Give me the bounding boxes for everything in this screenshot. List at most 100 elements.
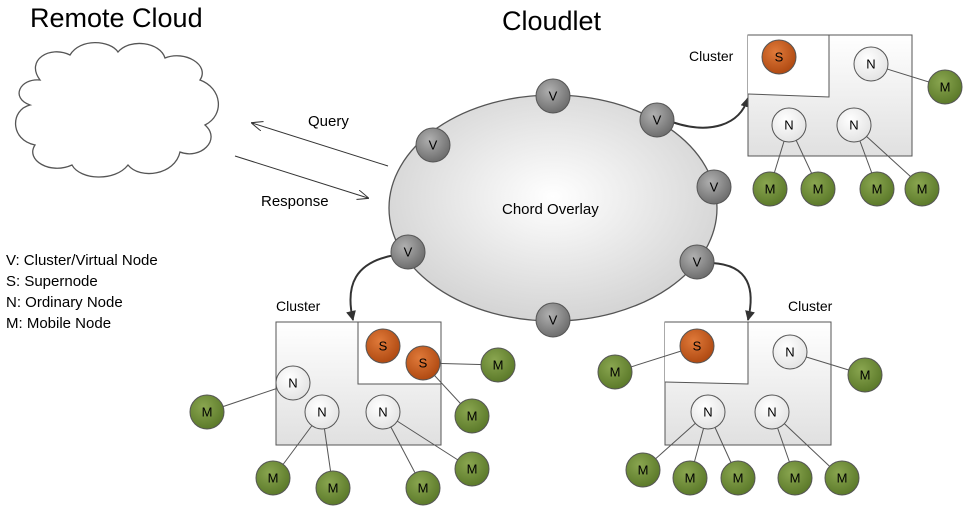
cluster-label-top-right: Cluster — [689, 48, 734, 64]
response-arrow — [234, 155, 368, 198]
mobile-node: M — [480, 347, 516, 383]
virtual-node: V — [639, 102, 675, 138]
svg-text:N: N — [784, 118, 793, 133]
cloud-icon — [14, 42, 220, 178]
ordinary-node: N — [365, 394, 401, 430]
svg-text:V: V — [549, 89, 558, 104]
svg-text:V: V — [710, 180, 719, 195]
cluster-label-bottom-left: Cluster — [276, 298, 321, 314]
svg-text:M: M — [860, 368, 871, 383]
cluster-bottom-left: Cluster — [206, 298, 499, 489]
ordinary-node: N — [690, 394, 726, 430]
mobile-node: M — [777, 460, 813, 496]
ordinary-node: N — [304, 394, 340, 430]
mobile-node: M — [315, 470, 351, 506]
svg-text:M: M — [940, 80, 951, 95]
mobile-node: M — [824, 460, 860, 496]
svg-text:S: S — [775, 50, 784, 65]
virtual-node: V — [535, 78, 571, 114]
mobile-node: M — [904, 171, 940, 207]
svg-text:N: N — [866, 57, 875, 72]
mobile-node: M — [859, 171, 895, 207]
svg-text:M: M — [872, 182, 883, 197]
svg-text:N: N — [378, 405, 387, 420]
legend-item-ordinary: N: Ordinary Node — [6, 294, 123, 311]
virtual-node: V — [390, 234, 426, 270]
svg-text:M: M — [268, 471, 279, 486]
remote-cloud-title: Remote Cloud — [30, 3, 203, 33]
cluster-bottom-right: Cluster — [614, 298, 866, 479]
virtual-node: V — [696, 169, 732, 205]
link-arrow-top-right — [671, 97, 751, 129]
cluster-label-bottom-right: Cluster — [788, 298, 833, 314]
cloudlet-title: Cloudlet — [502, 6, 602, 36]
svg-text:N: N — [767, 405, 776, 420]
supernode: S — [405, 345, 441, 381]
virtual-nodes: V V V V V V V — [390, 78, 732, 338]
legend-item-virtual: V: Cluster/Virtual Node — [6, 252, 158, 269]
mobile-node: M — [625, 452, 661, 488]
legend: V: Cluster/Virtual Node S: Supernode N: … — [6, 250, 158, 334]
supernode: S — [365, 328, 401, 364]
virtual-node: V — [679, 244, 715, 280]
svg-text:V: V — [429, 138, 438, 153]
svg-text:N: N — [288, 376, 297, 391]
svg-text:M: M — [733, 471, 744, 486]
svg-text:M: M — [328, 481, 339, 496]
mobile-node: M — [454, 451, 490, 487]
supernode: S — [679, 328, 715, 364]
svg-text:V: V — [404, 245, 413, 260]
link-arrow-bottom-left — [346, 254, 396, 321]
mobile-node: M — [672, 460, 708, 496]
mobile-node: M — [800, 171, 836, 207]
ordinary-node: N — [754, 394, 790, 430]
svg-text:V: V — [653, 113, 662, 128]
legend-item-supernode: S: Supernode — [6, 273, 98, 290]
mobile-node: M — [720, 460, 756, 496]
svg-text:M: M — [813, 182, 824, 197]
svg-text:N: N — [785, 345, 794, 360]
link-arrow-bottom-right — [711, 262, 755, 321]
svg-text:M: M — [790, 471, 801, 486]
mobile-node: M — [189, 394, 225, 430]
svg-text:N: N — [317, 405, 326, 420]
svg-text:M: M — [467, 462, 478, 477]
svg-text:M: M — [765, 182, 776, 197]
ordinary-node: N — [853, 46, 889, 82]
mobile-node: M — [405, 470, 441, 506]
mobile-node: M — [597, 354, 633, 390]
svg-text:M: M — [418, 481, 429, 496]
mobile-node: M — [255, 460, 291, 496]
svg-text:S: S — [419, 356, 428, 371]
ordinary-node: N — [275, 365, 311, 401]
virtual-node: V — [415, 127, 451, 163]
response-label: Response — [261, 193, 329, 210]
svg-text:V: V — [693, 255, 702, 270]
svg-text:S: S — [379, 339, 388, 354]
svg-text:N: N — [849, 118, 858, 133]
mobile-node: M — [752, 171, 788, 207]
svg-text:V: V — [549, 313, 558, 328]
chord-overlay-label: Chord Overlay — [502, 201, 599, 218]
ordinary-node: N — [836, 107, 872, 143]
svg-text:M: M — [202, 405, 213, 420]
svg-text:M: M — [493, 358, 504, 373]
svg-text:S: S — [693, 339, 702, 354]
mobile-node: M — [927, 69, 963, 105]
svg-text:M: M — [685, 471, 696, 486]
query-label: Query — [308, 113, 349, 130]
legend-item-mobile: M: Mobile Node — [6, 315, 112, 332]
supernode: S — [761, 39, 797, 75]
query-arrow — [252, 123, 389, 167]
svg-text:M: M — [837, 471, 848, 486]
svg-text:M: M — [467, 409, 478, 424]
cluster-top-right: Cluster — [689, 34, 946, 188]
mobile-node: M — [847, 357, 883, 393]
mobile-node: M — [454, 398, 490, 434]
svg-text:M: M — [610, 365, 621, 380]
svg-text:M: M — [917, 182, 928, 197]
ordinary-node: N — [772, 334, 808, 370]
svg-text:N: N — [703, 405, 712, 420]
virtual-node: V — [535, 302, 571, 338]
